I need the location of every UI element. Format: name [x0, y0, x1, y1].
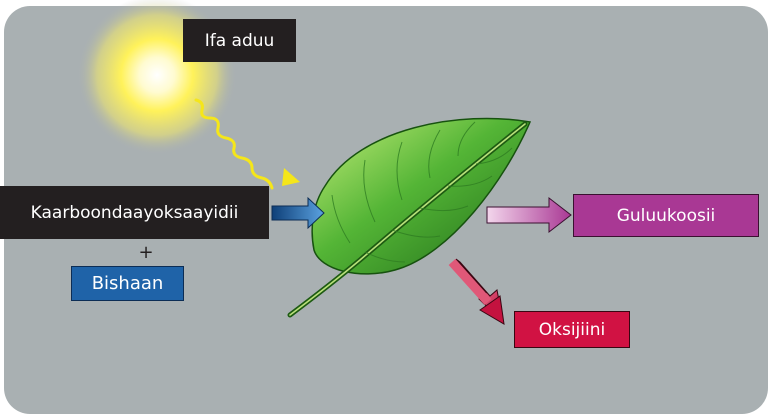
oxygen-arrow: [448, 258, 505, 325]
glucose-arrow: [486, 196, 572, 234]
leaf-icon: [287, 117, 532, 318]
input-arrow: [271, 196, 325, 230]
carbon-dioxide-label: Kaarboondaayoksaayidii: [0, 186, 269, 239]
oxygen-label: Oksijiini: [514, 311, 630, 348]
glucose-label: Guluukoosii: [573, 194, 759, 237]
light-ray-icon: [194, 98, 300, 190]
sunlight-label: Ifa aduu: [183, 19, 296, 62]
plus-sign: +: [138, 241, 154, 263]
water-label: Bishaan: [71, 266, 184, 301]
